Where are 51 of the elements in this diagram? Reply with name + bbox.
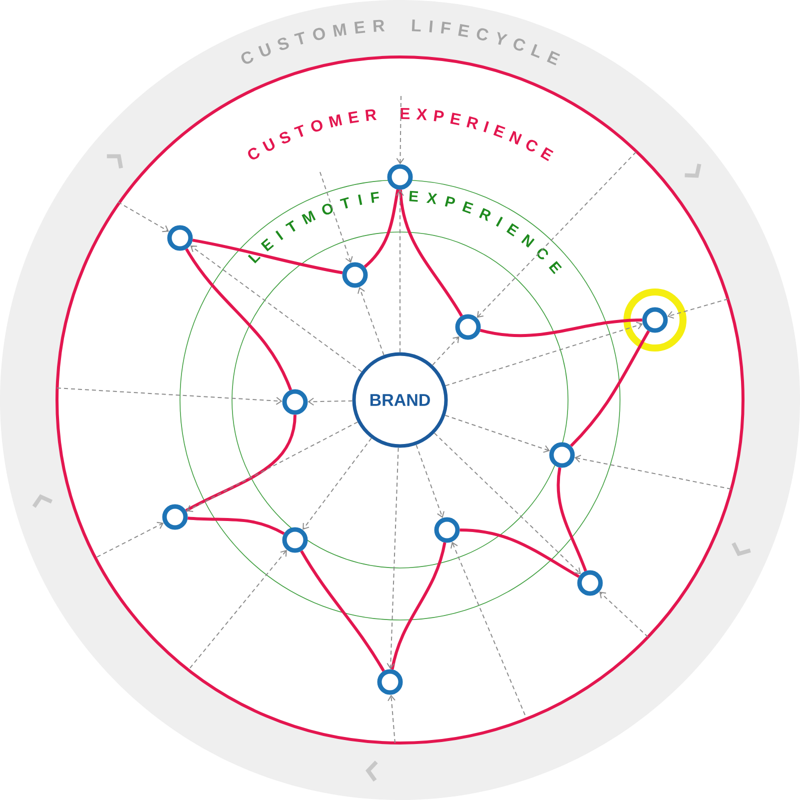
arc-label: CUSTOMER LIFECYCLE: [241, 19, 560, 66]
arrow: [190, 246, 362, 372]
curve-line: [185, 248, 292, 391]
arrow: [358, 286, 384, 356]
arrow: [445, 322, 643, 386]
curve-line: [188, 516, 285, 535]
curve-line: [390, 542, 446, 670]
arrow: [56, 388, 282, 405]
curve-line: [192, 238, 343, 274]
arrow: [444, 414, 550, 453]
touchpoint-circle: [342, 262, 368, 288]
arrow: [396, 96, 404, 164]
arrow: [302, 438, 372, 530]
curve-line: [480, 318, 642, 338]
arrow: [320, 172, 353, 263]
touchpoint-circle: [162, 504, 188, 530]
arc-label: CUSTOMER EXPERIENCE: [248, 108, 554, 162]
curve-line: [556, 467, 588, 572]
curve-line: [185, 414, 296, 512]
curve-line: [398, 190, 463, 317]
arc-label: LEITMOTIF EXPERIENCE: [248, 190, 562, 274]
arrow: [190, 550, 287, 668]
curve-line: [570, 330, 650, 448]
curve-line: [364, 189, 400, 268]
touchpoint-circle: [455, 314, 481, 340]
arrow: [434, 432, 581, 574]
curve-line: [300, 550, 385, 672]
arrow: [416, 444, 444, 518]
touchpoint-circle: [549, 442, 575, 468]
arrow: [450, 542, 526, 716]
touchpoint-circle: [282, 389, 308, 415]
touchpoint-circle: [434, 517, 460, 543]
touchpoint-circle: [282, 527, 308, 553]
arrow: [118, 202, 169, 232]
touchpoint-circle: [642, 307, 668, 333]
arrow: [476, 152, 636, 318]
arrow: [432, 336, 460, 366]
arrow: [308, 398, 353, 406]
arrow: [574, 454, 732, 490]
touchpoint-circle: [387, 164, 413, 190]
arrow: [667, 298, 728, 319]
curve-line: [460, 528, 580, 578]
arrow: [599, 592, 648, 638]
touchpoint-circle: [577, 570, 603, 596]
arrow: [388, 694, 396, 744]
touchpoint-circle: [377, 669, 403, 695]
arrow: [386, 447, 399, 670]
arrow: [186, 422, 358, 512]
arrow: [96, 522, 164, 558]
arrow: [396, 190, 404, 353]
touchpoint-circle: [167, 225, 193, 251]
